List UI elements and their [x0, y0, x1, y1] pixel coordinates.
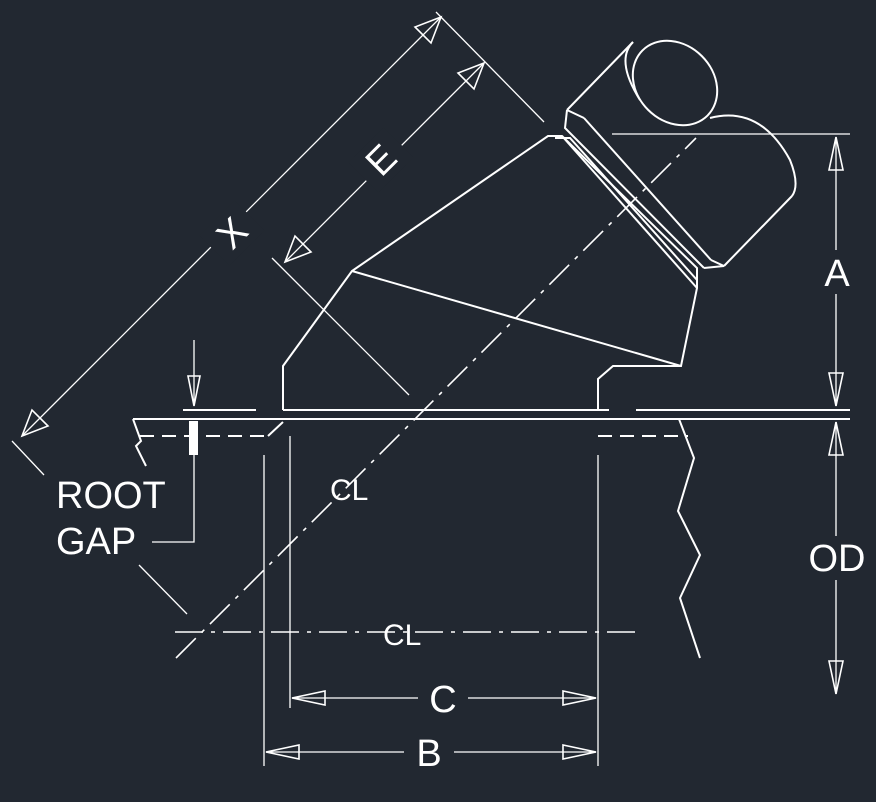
root-gap-marker [189, 421, 198, 455]
dimension-b: B [265, 730, 597, 775]
break-line-right [676, 418, 702, 659]
dimension-c: C [291, 676, 597, 721]
centerline-label-horiz: CL [383, 619, 421, 652]
run-pipe [132, 409, 850, 659]
extension-lines [11, 11, 850, 766]
dimension-od: OD [806, 421, 868, 695]
root-gap-callout: ROOT GAP [56, 340, 201, 563]
dimension-b-label: B [416, 733, 441, 775]
center-lines: CL CL [175, 137, 697, 659]
break-line-left [132, 418, 147, 467]
centerline-label-diag: CL [330, 474, 368, 507]
dimension-od-label: OD [809, 538, 866, 580]
branch-nozzle [282, 39, 797, 410]
dimension-a-label: A [824, 253, 850, 295]
gap-label: GAP [56, 521, 136, 563]
dimension-c-label: C [429, 679, 456, 721]
dimension-a: A [818, 136, 854, 407]
root-label: ROOT [56, 475, 166, 517]
